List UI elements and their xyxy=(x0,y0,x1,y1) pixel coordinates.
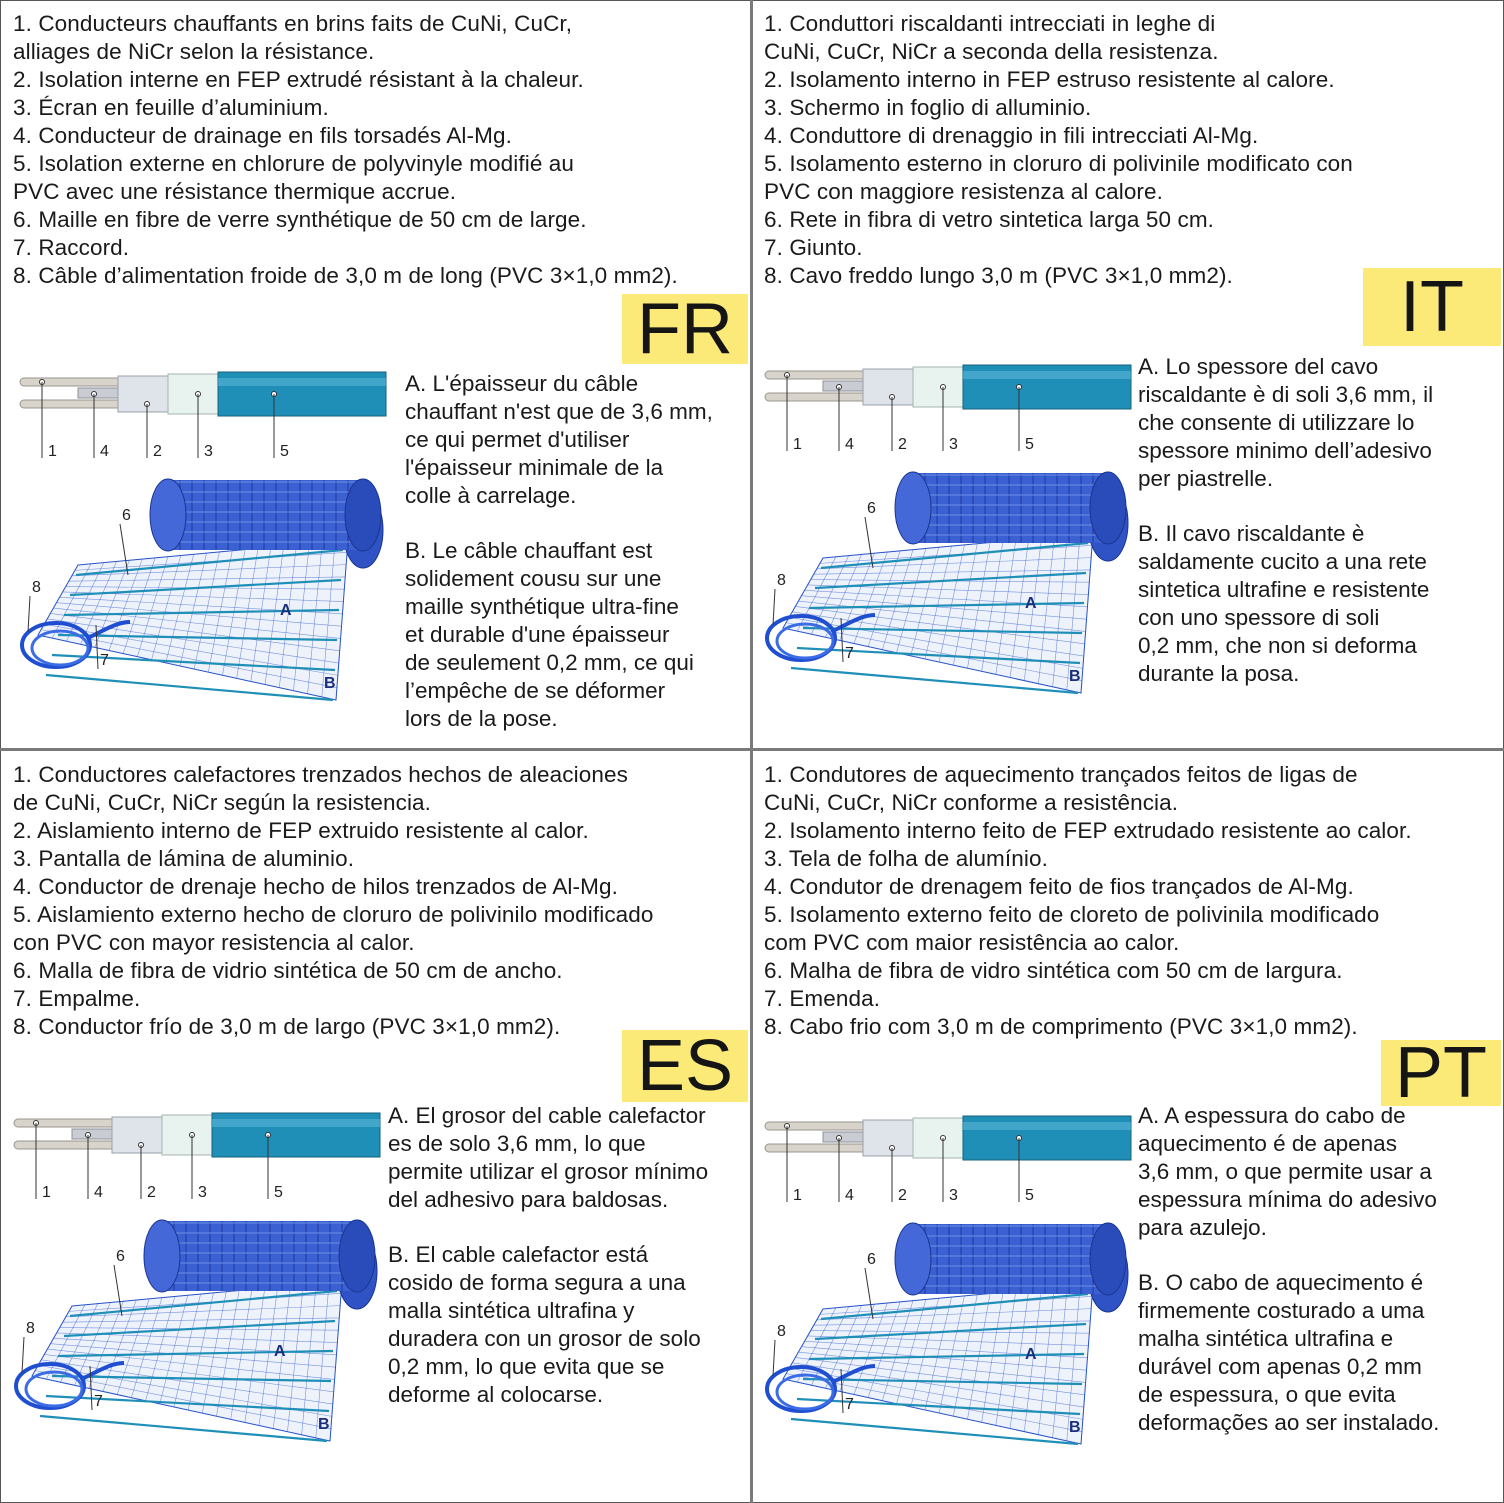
cable-layers-diagram: 1 4 2 3 5 xyxy=(764,364,1132,453)
mat-callout-6: 6 xyxy=(122,507,131,524)
mat-callout-8: 8 xyxy=(26,1320,35,1337)
cable-callout-2: 2 xyxy=(147,1184,156,1201)
cable-callout-5: 5 xyxy=(1025,436,1034,453)
note-a: A. El grosor del cable calefactor es de … xyxy=(388,1103,709,1212)
cable-callout-4: 4 xyxy=(845,1187,854,1204)
mat-marker-b: B xyxy=(1069,668,1081,685)
cable-callout-3: 3 xyxy=(949,1187,958,1204)
cable-callout-3: 3 xyxy=(949,436,958,453)
mat-marker-a: A xyxy=(1025,1346,1037,1363)
cable-layers-diagram: 1 4 2 3 5 xyxy=(13,1112,381,1201)
cable-layers-diagram: 1 4 2 3 5 xyxy=(764,1115,1132,1204)
mat-marker-b: B xyxy=(324,675,336,692)
mat-callout-7: 7 xyxy=(845,1396,854,1413)
language-badge: ES xyxy=(622,1030,748,1102)
mat-marker-a: A xyxy=(274,1343,286,1360)
mat-callout-7: 7 xyxy=(100,652,109,669)
mat-callout-8: 8 xyxy=(777,1323,786,1340)
cable-callout-1: 1 xyxy=(793,436,802,453)
language-badge: FR xyxy=(622,293,748,365)
panel-fr: 1. Conducteurs chauffants en brins faits… xyxy=(0,0,748,748)
mat-marker-b: B xyxy=(318,1416,330,1433)
language-badge: PT xyxy=(1381,1037,1501,1109)
mat-marker-a: A xyxy=(1025,595,1037,612)
mat-callout-7: 7 xyxy=(94,1393,103,1410)
mat-marker-a: A xyxy=(280,602,292,619)
heating-cable-illustration: 1 4 2 3 5 6 8 7 A B xyxy=(19,371,387,702)
cable-callout-2: 2 xyxy=(898,1187,907,1204)
panel-it: 1. Conduttori riscaldanti intrecciati in… xyxy=(753,0,1501,748)
mat-callout-6: 6 xyxy=(867,1251,876,1268)
cable-callout-4: 4 xyxy=(94,1184,103,1201)
component-list: 1. Condutores de aquecimento trançados f… xyxy=(764,762,1412,1039)
cable-and-mat-figure: 1 4 2 3 5 6 8 7 A B xyxy=(763,1114,1133,1454)
mat-callout-7: 7 xyxy=(845,645,854,662)
heating-cable-illustration: 1 4 2 3 5 6 8 7 A B xyxy=(764,364,1132,695)
heating-cable-illustration: 1 4 2 3 5 6 8 7 A B xyxy=(13,1112,381,1443)
cable-callout-2: 2 xyxy=(898,436,907,453)
note-a: A. L'épaisseur du câble chauffant n'est … xyxy=(405,371,713,508)
note-b: B. Il cavo riscaldante è saldamente cuci… xyxy=(1138,521,1430,686)
component-list: 1. Conduttori riscaldanti intrecciati in… xyxy=(764,11,1353,288)
cable-callout-3: 3 xyxy=(204,443,213,460)
cable-callout-2: 2 xyxy=(153,443,162,460)
cable-callout-1: 1 xyxy=(793,1187,802,1204)
cable-and-mat-figure: 1 4 2 3 5 6 8 7 A B xyxy=(18,370,388,710)
cable-callout-1: 1 xyxy=(42,1184,51,1201)
cable-layers-diagram: 1 4 2 3 5 xyxy=(19,371,387,460)
panel-pt: 1. Condutores de aquecimento trançados f… xyxy=(753,751,1501,1499)
cable-and-mat-figure: 1 4 2 3 5 6 8 7 A B xyxy=(12,1111,382,1451)
cable-callout-5: 5 xyxy=(280,443,289,460)
note-b: B. El cable calefactor está cosido de fo… xyxy=(388,1242,701,1407)
heating-mat-roll: 6 8 7 A B xyxy=(765,1222,1129,1446)
cable-callout-4: 4 xyxy=(845,436,854,453)
mat-callout-6: 6 xyxy=(867,500,876,517)
component-list: 1. Conductores calefactores trenzados he… xyxy=(13,762,654,1039)
panel-es: 1. Conductores calefactores trenzados he… xyxy=(0,751,748,1499)
vertical-divider xyxy=(750,0,753,1503)
heating-mat-roll: 6 8 7 A B xyxy=(765,471,1129,695)
mat-marker-b: B xyxy=(1069,1419,1081,1436)
note-b: B. O cabo de aquecimento é firmemente co… xyxy=(1138,1270,1440,1435)
heating-mat-roll: 6 8 7 A B xyxy=(14,1219,378,1443)
mat-callout-8: 8 xyxy=(32,579,41,596)
mat-callout-6: 6 xyxy=(116,1248,125,1265)
component-list: 1. Conducteurs chauffants en brins faits… xyxy=(13,11,678,288)
cable-callout-3: 3 xyxy=(198,1184,207,1201)
cable-callout-1: 1 xyxy=(48,443,57,460)
cable-callout-5: 5 xyxy=(274,1184,283,1201)
note-b: B. Le câble chauffant est solidement cou… xyxy=(405,538,694,731)
note-a: A. A espessura do cabo de aquecimento é … xyxy=(1138,1103,1437,1240)
cable-and-mat-figure: 1 4 2 3 5 6 8 7 A B xyxy=(763,363,1133,703)
cable-callout-5: 5 xyxy=(1025,1187,1034,1204)
heating-cable-illustration: 1 4 2 3 5 6 8 7 A B xyxy=(764,1115,1132,1446)
note-a: A. Lo spessore del cavo riscaldante è di… xyxy=(1138,354,1434,491)
horizontal-divider xyxy=(0,748,1504,751)
cable-callout-4: 4 xyxy=(100,443,109,460)
heating-mat-roll: 6 8 7 A B xyxy=(20,478,384,702)
language-badge: IT xyxy=(1363,268,1501,346)
mat-callout-8: 8 xyxy=(777,572,786,589)
